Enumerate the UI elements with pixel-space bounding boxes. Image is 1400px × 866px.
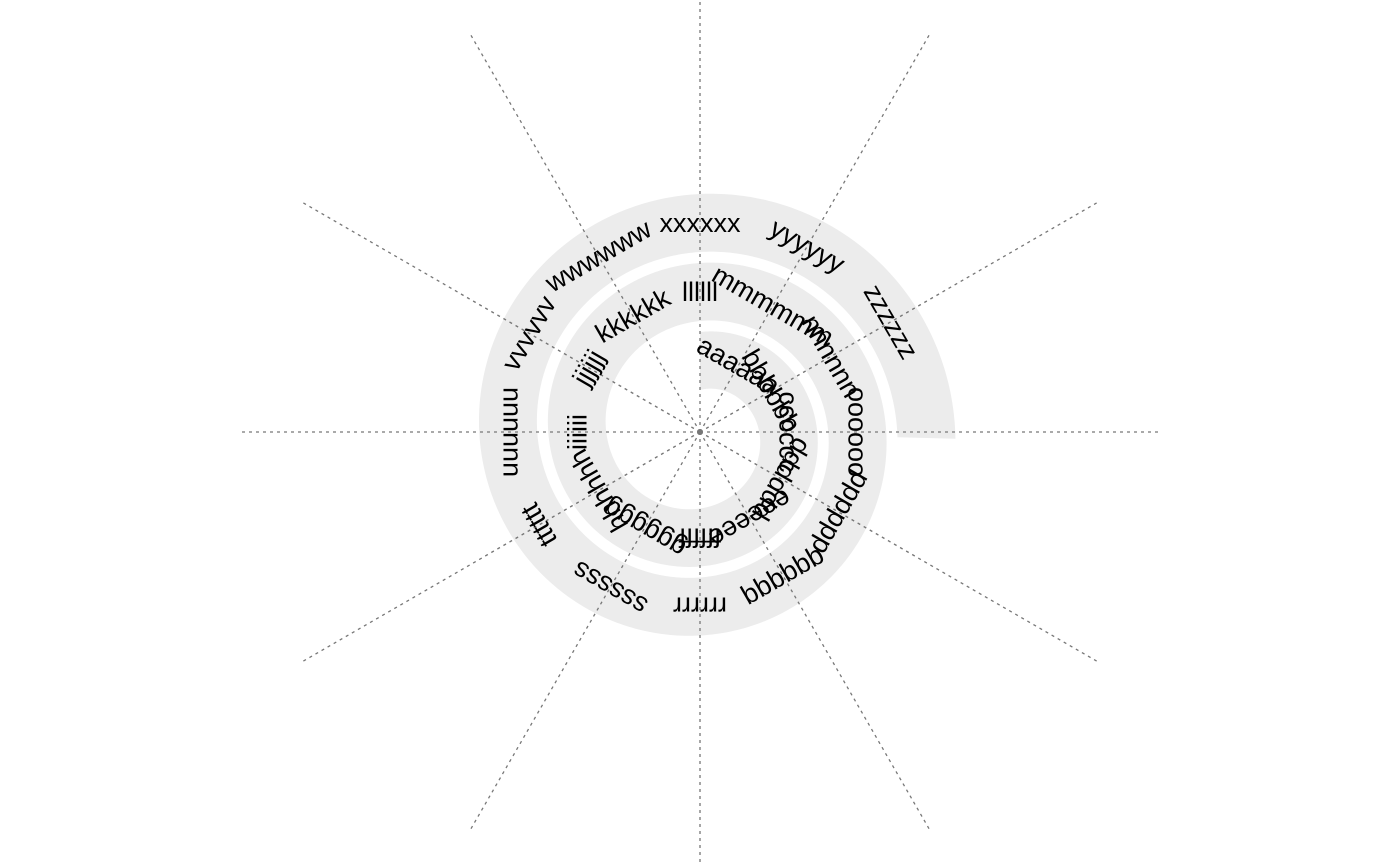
spiral-label: llllll <box>682 277 718 307</box>
spiral-label: ffffff <box>678 523 721 553</box>
spiral-label: iiiiii <box>562 414 592 450</box>
radial-guide-line <box>699 431 931 831</box>
spiral-label: rrrrrr <box>673 592 727 622</box>
center-dot <box>697 429 703 435</box>
radial-guide-lines <box>240 0 1160 866</box>
spiral-label: cccccc <box>773 392 803 473</box>
spiral-label: xxxxxx <box>660 208 742 238</box>
spiral-label: oooooo <box>842 387 872 477</box>
spiral-band <box>478 193 956 636</box>
spiral-label: uuuuuu <box>493 387 523 477</box>
